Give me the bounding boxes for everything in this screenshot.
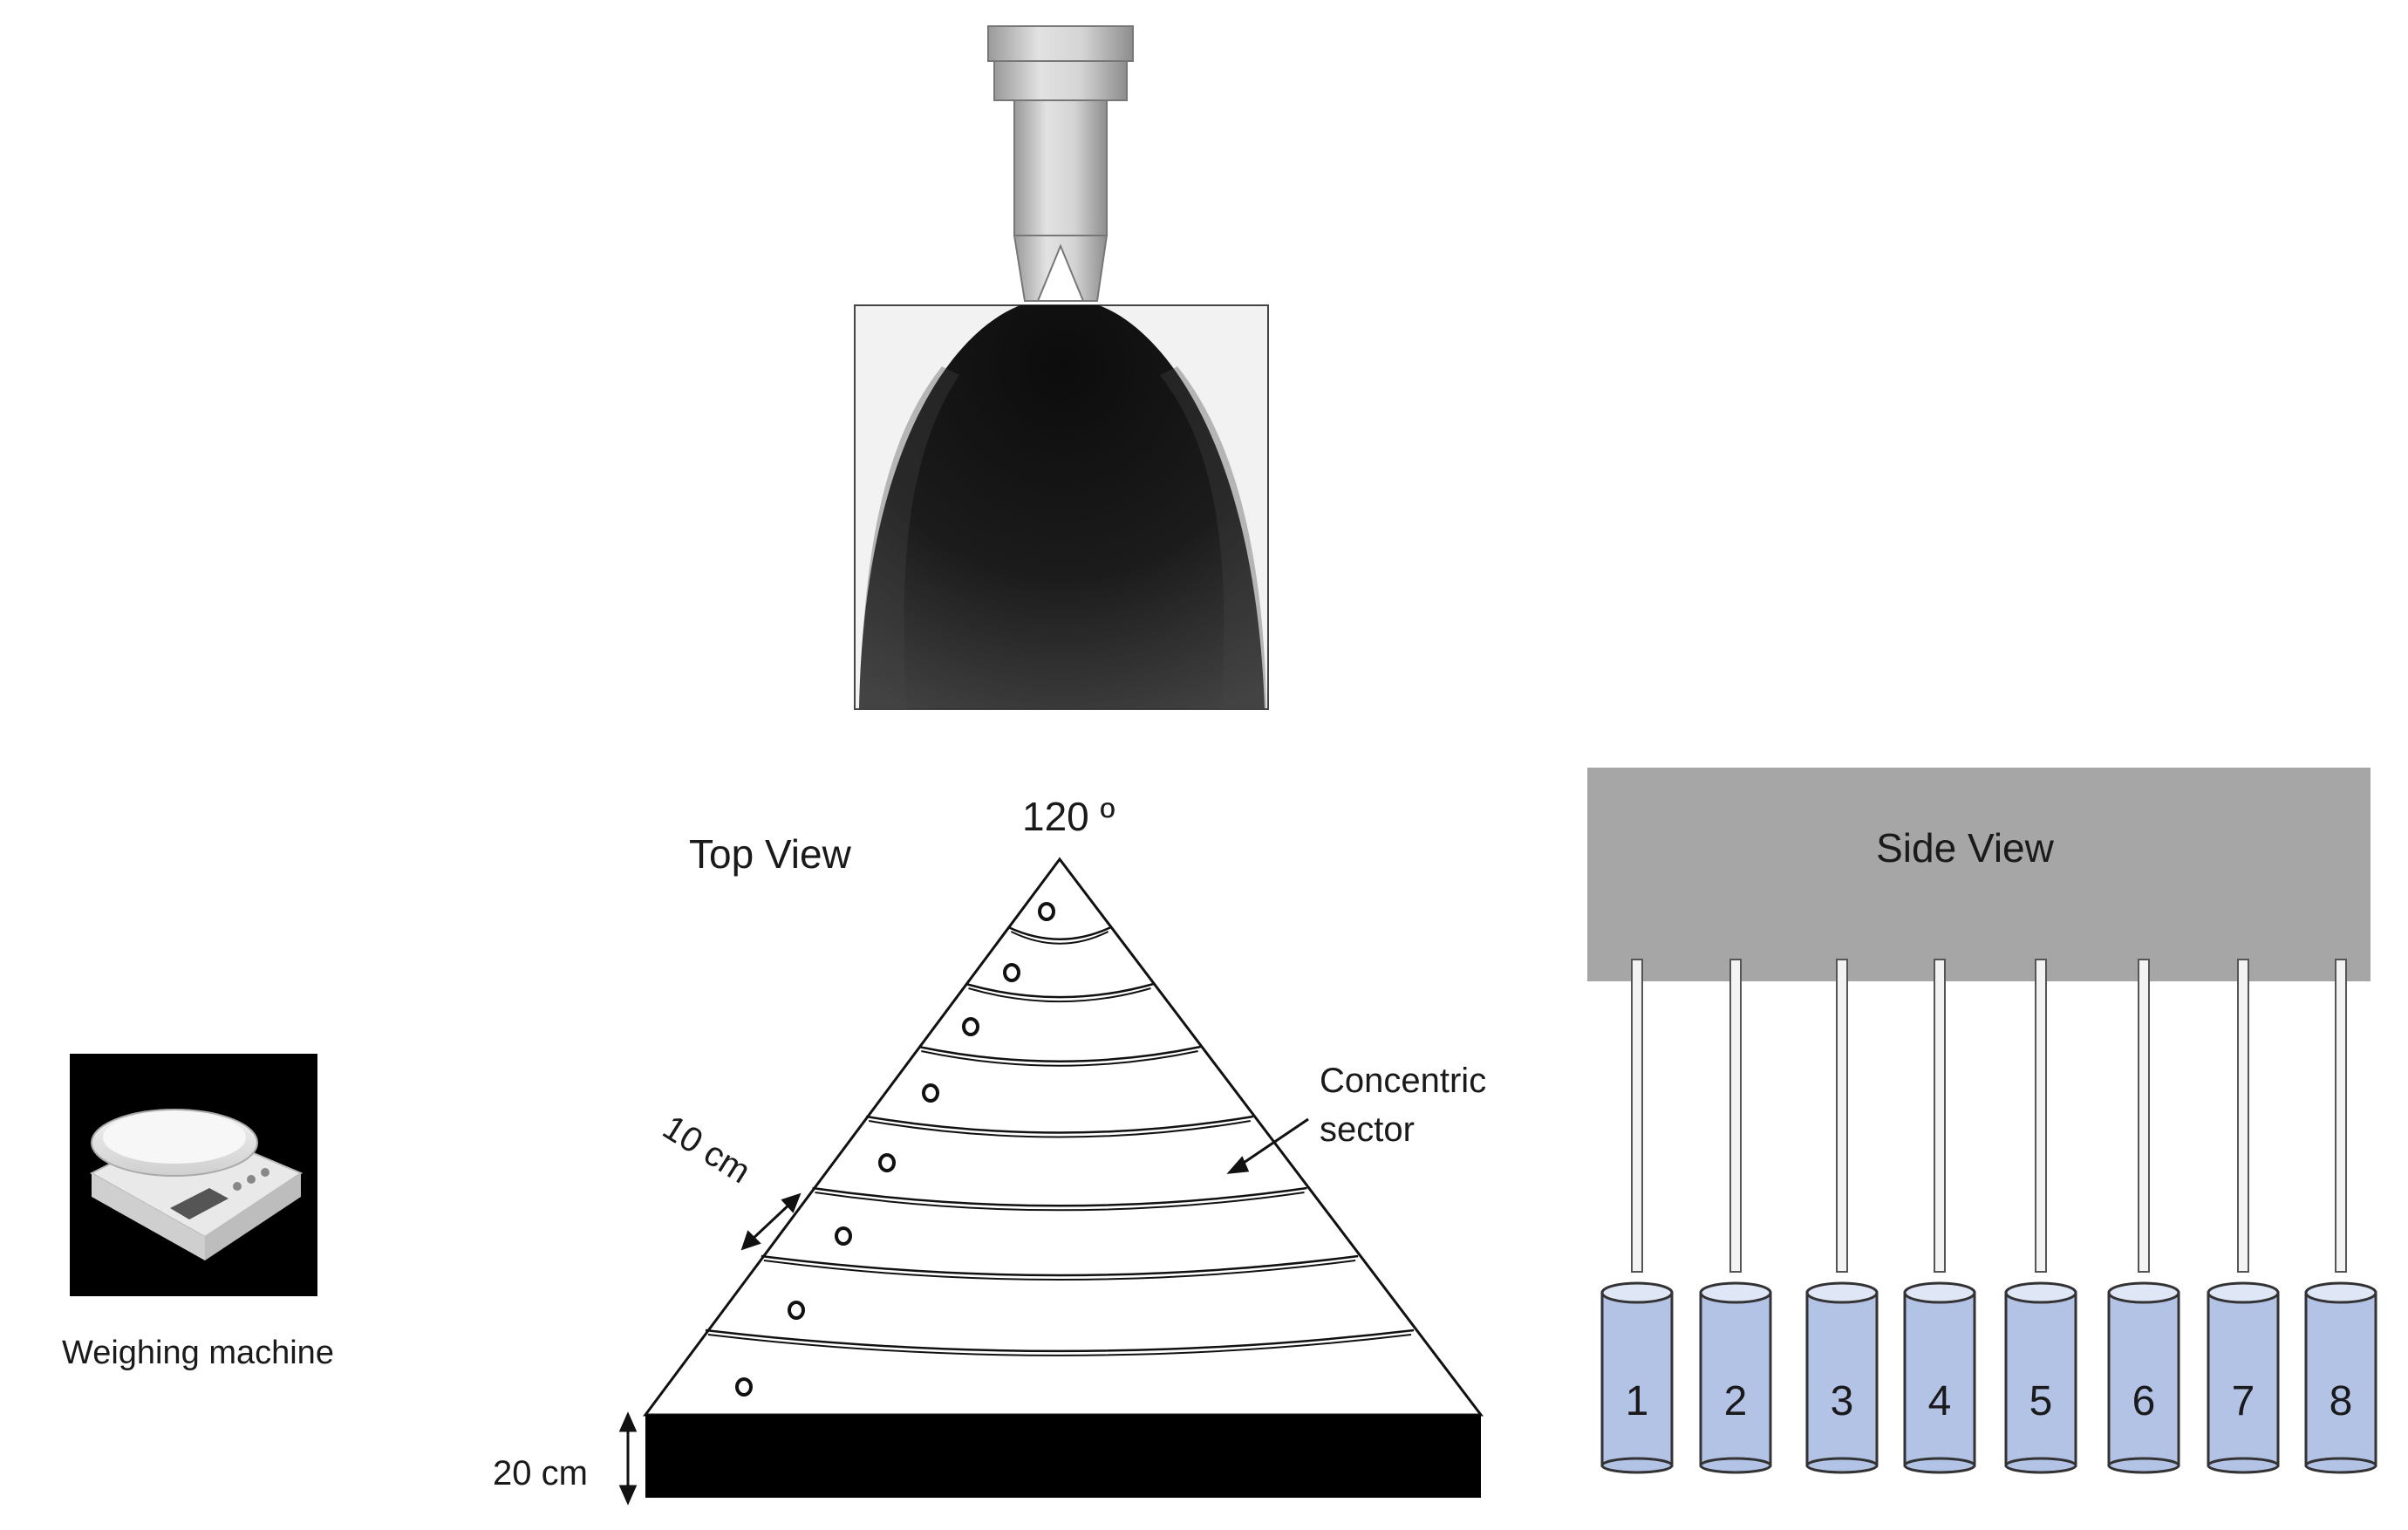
collection-tube [1729, 959, 1742, 1273]
container-body [1903, 1291, 1976, 1467]
dist-10-label: 10 cm [656, 1108, 757, 1191]
container-top [2004, 1281, 2077, 1304]
concentric-label-line2: sector [1320, 1110, 1415, 1149]
container-4: 4 [1903, 959, 1976, 1474]
container-bottom [2207, 1457, 2280, 1474]
container-number: 8 [2330, 1378, 2353, 1424]
container-bottom [2004, 1457, 2077, 1474]
collection-tube [2138, 959, 2150, 1273]
collection-tube [1836, 959, 1848, 1273]
container-1: 1 [1600, 959, 1674, 1474]
container-number: 6 [2132, 1378, 2156, 1424]
container-number: 2 [1724, 1378, 1748, 1424]
collection-tube [1631, 959, 1643, 1273]
collector-hole [835, 1226, 852, 1246]
container-2: 2 [1699, 959, 1772, 1474]
collection-tube [2335, 959, 2347, 1273]
weighing-machine-label: Weighing machine [62, 1335, 334, 1371]
side-view-label: Side View [1876, 825, 2055, 871]
container-bottom [1903, 1457, 1976, 1474]
container-body [2004, 1291, 2077, 1467]
container-body [1805, 1291, 1879, 1467]
dist-20-arrow [618, 1411, 638, 1506]
container-top [1903, 1281, 1976, 1304]
side-view-box [1587, 768, 2370, 981]
sector-arc [918, 1045, 1201, 1062]
container-number: 1 [1626, 1378, 1649, 1424]
collector-hole [1003, 963, 1020, 982]
side-view: Side View 1 2 3 4 5 6 7 8 [1587, 768, 2377, 1474]
sector-arc [1007, 926, 1112, 940]
collection-tube [2035, 959, 2047, 1273]
container-3: 3 [1805, 959, 1879, 1474]
container-top [2304, 1281, 2377, 1304]
container-top [1600, 1281, 1674, 1304]
collector-hole [962, 1017, 979, 1036]
concentric-label-line1: Concentric [1320, 1062, 1486, 1100]
container-top [2207, 1281, 2280, 1304]
angle-label: 120 º [1022, 794, 1115, 839]
collector-holes [735, 902, 1055, 1397]
top-view: Top View 120 º 10 cm 20 cm Concentric se… [493, 794, 1486, 1506]
container-top [1699, 1281, 1772, 1304]
container-number: 4 [1928, 1378, 1952, 1424]
sector-arc-inner [921, 1050, 1198, 1067]
container-body [2207, 1291, 2280, 1467]
container-bottom [2304, 1457, 2377, 1474]
sector-arc-inner [968, 987, 1151, 1003]
collector-containers: 1 2 3 4 5 6 7 8 [1600, 959, 2377, 1474]
container-bottom [1699, 1457, 1772, 1474]
spray-nozzle [987, 25, 1134, 302]
container-bottom [1600, 1457, 1674, 1474]
top-view-label: Top View [689, 831, 852, 877]
sector-arc-inner [869, 1120, 1251, 1138]
concentric-arrow [1226, 1117, 1309, 1174]
container-5: 5 [2004, 959, 2077, 1474]
container-7: 7 [2207, 959, 2280, 1474]
base-bar [645, 1415, 1481, 1498]
container-bottom [2107, 1457, 2180, 1474]
container-number: 5 [2029, 1378, 2053, 1424]
dist-20-label: 20 cm [493, 1454, 588, 1492]
container-bottom [1805, 1457, 1879, 1474]
collector-hole [922, 1083, 939, 1103]
collector-hole [878, 1153, 896, 1172]
container-number: 7 [2232, 1378, 2255, 1424]
sector-arc [812, 1186, 1307, 1207]
sector-arc [705, 1329, 1415, 1353]
collection-tube [1934, 959, 1946, 1273]
container-top [1805, 1281, 1879, 1304]
container-number: 3 [1831, 1378, 1854, 1424]
container-top [2107, 1281, 2180, 1304]
concentric-sector-arcs [705, 926, 1415, 1356]
collector-hole [788, 1301, 805, 1320]
collector-hole [735, 1377, 753, 1397]
collection-tube [2237, 959, 2249, 1273]
container-body [2304, 1291, 2377, 1467]
container-6: 6 [2107, 959, 2180, 1474]
sector-arc-inner [815, 1192, 1305, 1212]
container-8: 8 [2304, 959, 2377, 1474]
spray-photo [854, 304, 1269, 710]
sector-arc [761, 1254, 1359, 1277]
sector-arc [965, 982, 1154, 999]
sector-arc [865, 1115, 1254, 1134]
container-body [2107, 1291, 2180, 1467]
sector-arc-inner [707, 1334, 1412, 1356]
sector-arc-inner [763, 1260, 1356, 1281]
weighing-machine-photo [70, 1054, 317, 1296]
collector-hole [1038, 902, 1055, 921]
dist-10-arrow [740, 1192, 802, 1251]
sector-arc-inner [1010, 931, 1109, 945]
